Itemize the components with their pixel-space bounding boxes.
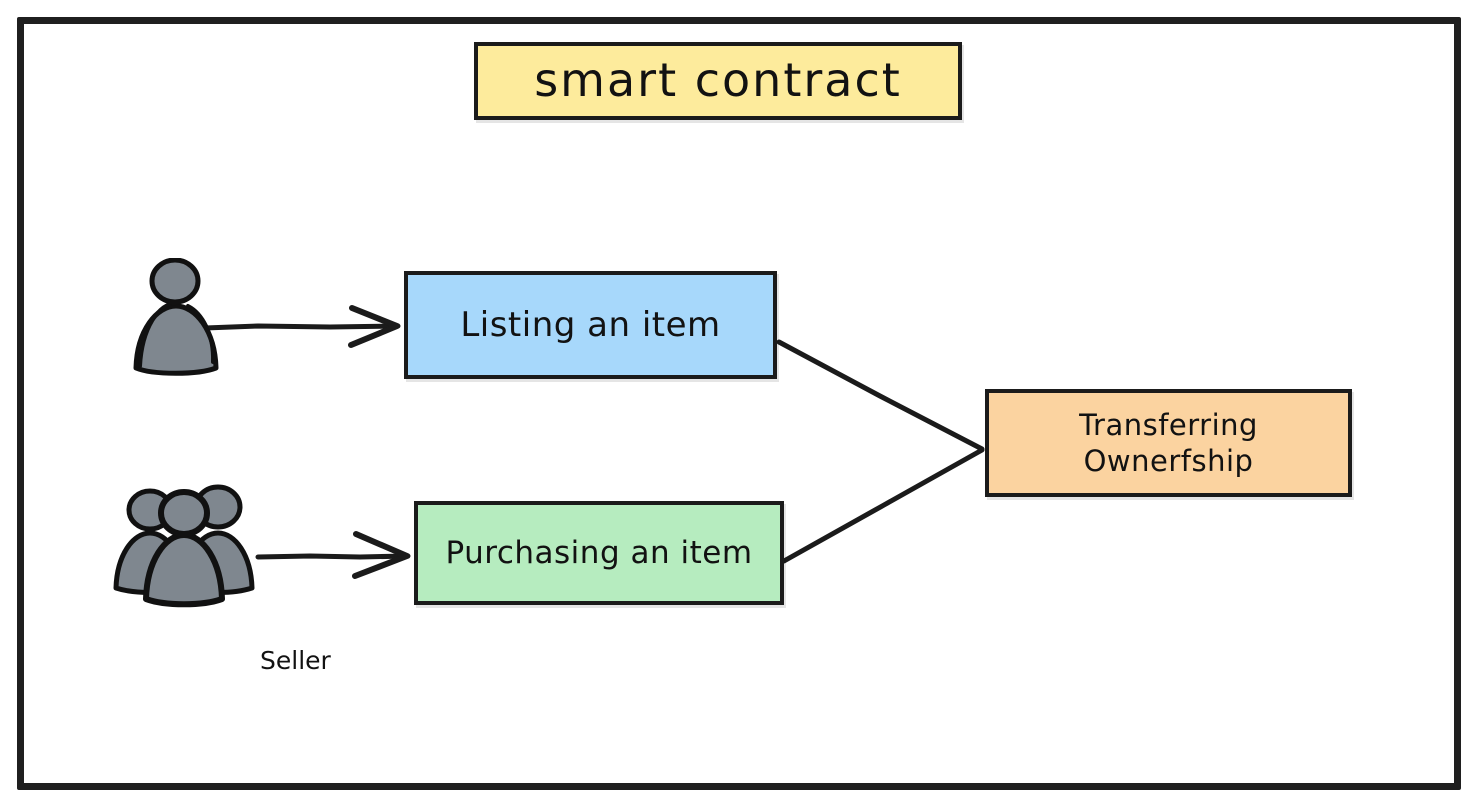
node-transferring-ownership[interactable]: Transferring Ownerfship: [985, 389, 1352, 497]
node-listing-an-item-label: Listing an item: [460, 304, 721, 345]
actor-seller[interactable]: Seller: [118, 258, 331, 675]
node-transferring-ownership-label: Transferring Ownerfship: [1079, 407, 1258, 478]
node-listing-an-item[interactable]: Listing an item: [404, 271, 777, 379]
diagram-outer-frame: [17, 17, 1461, 790]
node-smart-contract[interactable]: smart contract: [474, 42, 962, 120]
single-person-icon: [133, 258, 219, 376]
node-smart-contract-label: smart contract: [534, 53, 902, 108]
group-of-people-icon: [113, 484, 255, 608]
actor-seller-label: Seller: [260, 646, 331, 675]
node-purchasing-an-item-label: Purchasing an item: [445, 534, 753, 571]
node-purchasing-an-item[interactable]: Purchasing an item: [414, 501, 784, 605]
actor-buyer[interactable]: Buyer: [108, 483, 288, 608]
